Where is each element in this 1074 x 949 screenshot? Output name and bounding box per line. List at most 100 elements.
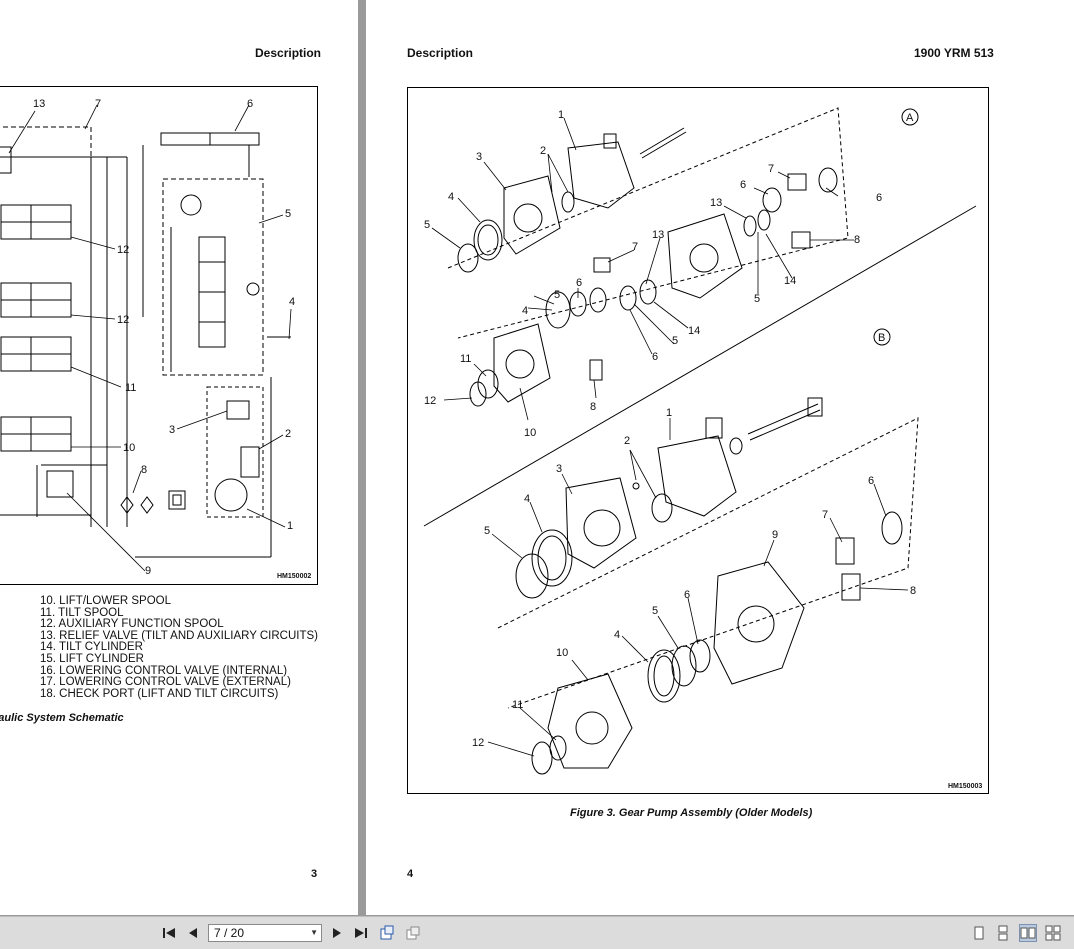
schematic-label: 7 [95,98,101,110]
navigation-toolbar: 7 / 20 ▼ [0,916,1074,949]
part-label: 5 [672,335,678,347]
part-label: 8 [590,401,596,413]
part-label: 5 [484,525,490,537]
page-header: Description [407,46,474,60]
view-continuous-facing-button[interactable] [1044,924,1062,942]
legend-item: 17. LOWERING CONTROL VALVE (EXTERNAL) [40,676,291,689]
part-label: 2 [540,145,546,157]
part-label: 4 [448,191,454,203]
part-label: 8 [854,234,860,246]
schematic-label: 3 [169,424,175,436]
section-label-a: A [906,112,914,124]
part-label: 6 [576,277,582,289]
legend-item: 14. TILT CYLINDER [40,641,143,654]
gear-pump-figure: A B 1 2 3 4 5 7 6 6 13 8 14 5 [407,87,989,794]
schematic-label: 10 [123,442,135,454]
view-facing-pages-button[interactable] [1019,924,1037,942]
part-label: 5 [554,289,560,301]
hydraulic-schematic-figure: 13 7 6 5 12 12 4 11 3 2 10 8 1 9 HM15000… [0,86,318,585]
legend-item: 13. RELIEF VALVE (TILT AND AUXILIARY CIR… [40,629,319,642]
part-label: 9 [772,529,778,541]
part-label: 6 [868,475,874,487]
page-indicator: 7 / 20 [214,926,245,940]
continuous-page-icon [998,925,1008,941]
part-label: 5 [754,293,760,305]
schematic-label: 12 [117,244,129,256]
part-label: 4 [524,493,530,505]
export-pages-icon [380,925,394,940]
page-header: Description [255,46,322,60]
next-page-icon [333,928,341,938]
figure-code: HM150003 [948,783,983,790]
part-label: 2 [624,435,630,447]
first-page-icon [163,928,175,938]
figure-caption: Figure 3. Gear Pump Assembly (Older Mode… [570,807,813,819]
page-number: 3 [311,868,318,880]
part-label: 8 [910,585,916,597]
part-label: 4 [614,629,620,641]
copy-pages-button[interactable] [404,924,422,942]
part-label: 10 [524,427,536,439]
part-label: 6 [740,179,746,191]
part-label: 3 [556,463,562,475]
part-label: 6 [684,589,690,601]
schematic-label: 4 [289,296,295,308]
section-label-b: B [878,332,885,344]
figure-code: HM150002 [277,573,312,580]
schematic-label: 1 [287,520,293,532]
schematic-label: 2 [285,428,291,440]
part-label: 6 [652,351,658,363]
previous-page-button[interactable] [184,924,202,942]
schematic-label: 13 [33,98,45,110]
chevron-down-icon: ▼ [310,928,318,937]
schematic-label: 12 [117,314,129,326]
schematic-label: 6 [247,98,253,110]
document-page-3: Description [0,0,358,915]
part-label: 7 [632,241,638,253]
schematic-label: 8 [141,464,147,476]
last-page-button[interactable] [352,924,370,942]
facing-pages-icon [1020,927,1036,939]
schematic-label: 9 [145,565,151,577]
document-code: 1900 YRM 513 [914,46,994,60]
first-page-button[interactable] [160,924,178,942]
view-single-page-button[interactable] [970,924,988,942]
view-continuous-button[interactable] [994,924,1012,942]
document-page-4: Description 1900 YRM 513 [366,0,1074,915]
part-label: 6 [876,192,882,204]
exploded-view-drawing: A B 1 2 3 4 5 7 6 6 13 8 14 5 [423,107,977,775]
document-viewport[interactable]: Description [0,0,1074,916]
legend-item: 18. CHECK PORT (LIFT AND TILT CIRCUITS) [40,687,279,700]
last-page-icon [355,928,367,938]
legend-item: 16. LOWERING CONTROL VALVE (INTERNAL) [40,664,288,677]
part-label: 7 [768,163,774,175]
part-label: 12 [424,395,436,407]
page-number: 4 [407,868,414,880]
copy-pages-icon [406,926,420,940]
legend-item: 10. LIFT/LOWER SPOOL [40,595,172,607]
single-page-icon [974,926,984,940]
previous-page-icon [189,928,197,938]
part-label: 10 [556,647,568,659]
part-label: 1 [558,109,564,121]
continuous-facing-icon [1045,925,1061,941]
schematic-label: 5 [285,208,291,220]
figure-caption: raulic System Schematic [0,712,124,724]
part-label: 4 [522,305,528,317]
page-selector[interactable]: 7 / 20 ▼ [208,924,322,942]
part-label: 5 [652,605,658,617]
export-button[interactable] [378,924,396,942]
part-label: 7 [822,509,828,521]
part-label: 14 [784,275,796,287]
schematic-label: 11 [125,382,136,394]
part-label: 12 [472,737,484,749]
next-page-button[interactable] [328,924,346,942]
part-label: 13 [652,229,664,241]
part-label: 14 [688,325,700,337]
part-label: 1 [666,407,672,419]
part-label: 13 [710,197,722,209]
legend-item: 12. AUXILIARY FUNCTION SPOOL [40,618,224,631]
legend-item: 11. TILT SPOOL [40,606,124,619]
schematic-drawing: 13 7 6 5 12 12 4 11 3 2 10 8 1 9 [0,98,295,577]
legend-item: 15. LIFT CYLINDER [40,652,144,665]
